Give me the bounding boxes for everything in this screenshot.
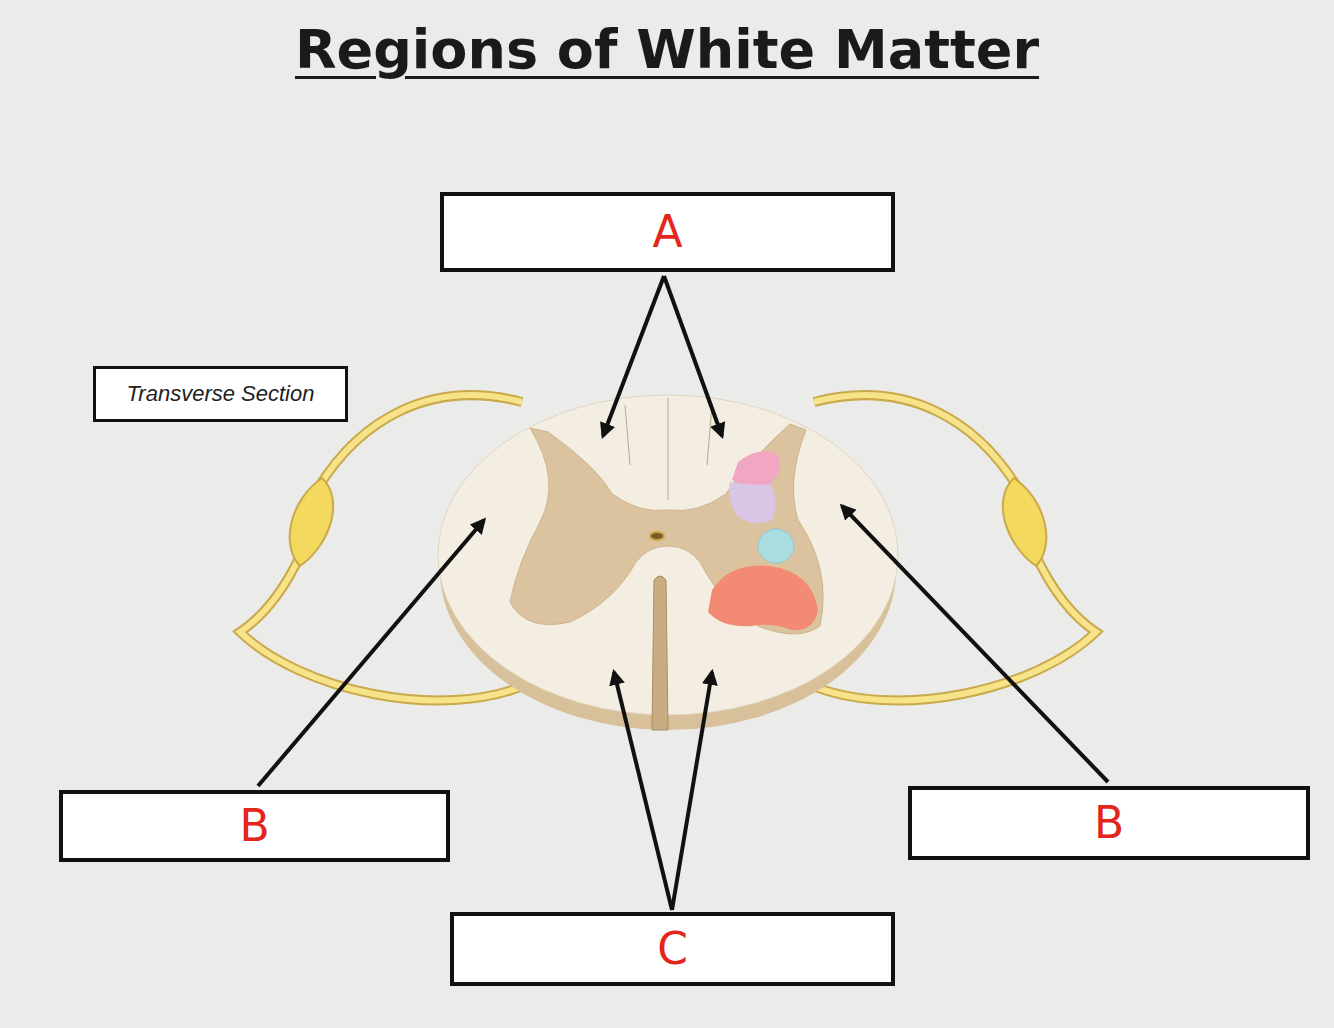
nucleus [732, 451, 780, 485]
region-letter: A [652, 210, 682, 254]
label-box: C [450, 912, 895, 986]
nucleus [708, 566, 818, 631]
section-label: Transverse Section [127, 381, 315, 407]
anterior-fissure [652, 576, 668, 730]
region-letter: C [657, 927, 688, 971]
label-box: B [908, 786, 1310, 860]
region-letter: B [239, 804, 269, 848]
white-matter [438, 395, 898, 715]
title: Regions of White Matter [295, 18, 1039, 81]
caption-box: Transverse Section [93, 366, 348, 422]
region-letter: B [1094, 801, 1124, 845]
nucleus [729, 482, 776, 523]
central-canal [650, 532, 664, 540]
label-box: A [440, 192, 895, 272]
posterior-sulcus [625, 398, 712, 500]
nucleus [758, 529, 794, 563]
label-box: B [59, 790, 450, 862]
title-bar: Regions of White Matter [0, 18, 1334, 81]
